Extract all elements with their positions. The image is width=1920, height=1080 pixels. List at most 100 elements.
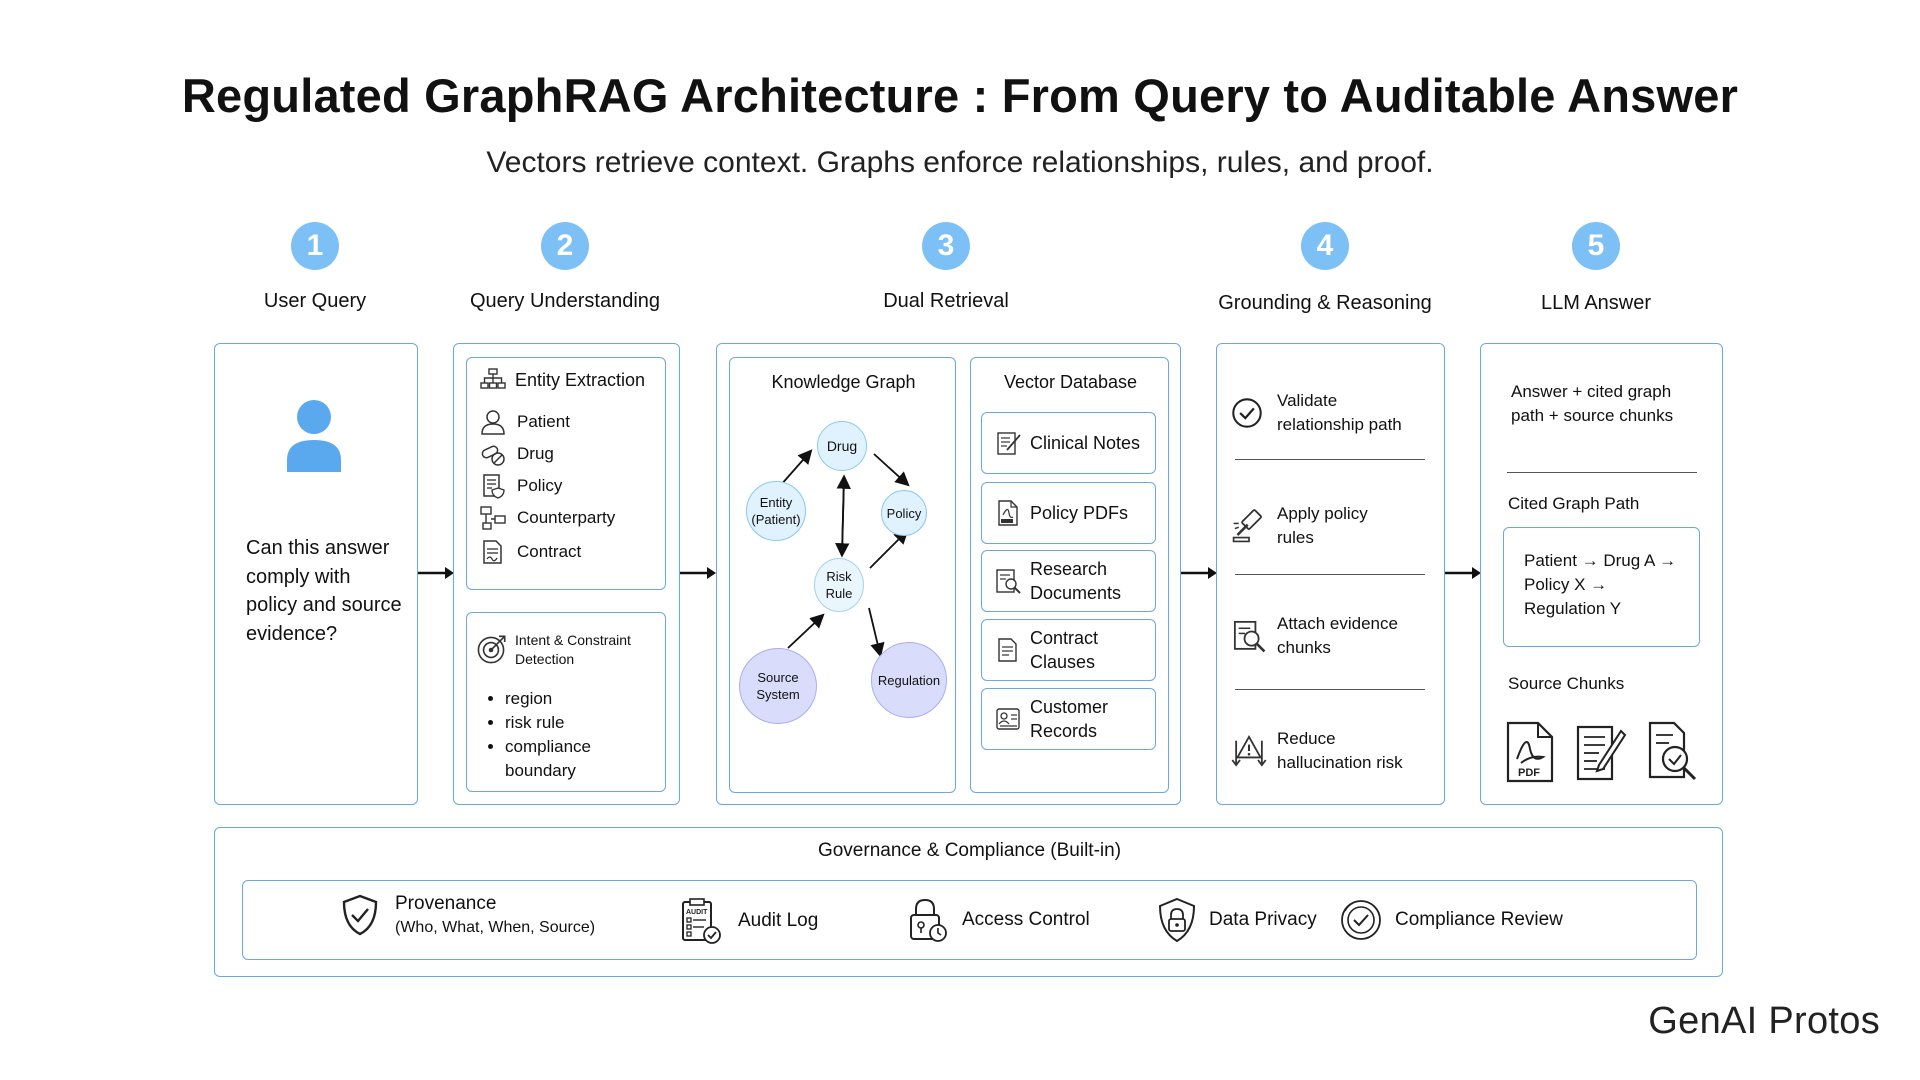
source-chunks-title: Source Chunks xyxy=(1508,674,1625,693)
divider xyxy=(1235,689,1425,690)
step-2-label: Query Understanding xyxy=(469,290,661,312)
vd-item-contract-clauses: Contract Clauses xyxy=(981,619,1156,681)
intent-detection-title: Intent & Constraint Detection xyxy=(515,632,631,667)
pills-icon xyxy=(481,445,505,466)
edge-risk-regulation xyxy=(868,607,885,658)
governance-item-data-privacy: Data Privacy xyxy=(1157,897,1317,943)
divider xyxy=(1235,459,1425,460)
vector-database-box: Vector Database Clinical Notes xyxy=(970,357,1169,793)
entity-extraction-header: Entity Extraction xyxy=(479,366,645,394)
constraint-list: region risk rule compliance boundary xyxy=(485,687,625,783)
intent-detection-box: Intent & Constraint Detection region ris… xyxy=(466,612,666,792)
evidence-search-icon xyxy=(1233,620,1266,653)
user-query-text: Can this answer comply with policy and s… xyxy=(246,537,402,645)
policy-document-icon xyxy=(483,474,505,499)
cited-graph-path-text: Patient → Drug A → Policy X → Regulation… xyxy=(1524,551,1677,618)
clause-doc-icon xyxy=(998,638,1017,662)
page-title: Regulated GraphRAG Architecture : From Q… xyxy=(181,69,1739,122)
vector-database-title: Vector Database xyxy=(1003,372,1138,392)
flow-arrow-4 xyxy=(1445,567,1481,579)
flow-arrow-1 xyxy=(418,567,454,579)
governance-item-provenance: Provenance (Who, What, When, Source) xyxy=(341,893,595,937)
edge-risk-policy xyxy=(869,529,909,569)
access-control-label: Access Control xyxy=(962,909,1090,930)
governance-items-box: Provenance (Who, What, When, Source) AUD… xyxy=(242,880,1697,960)
provenance-label: Provenance xyxy=(395,893,497,914)
risk-reduction-icon xyxy=(1231,735,1267,767)
edit-document-icon xyxy=(1576,725,1627,781)
governance-item-audit-log: AUDIT Audit Log xyxy=(680,897,818,945)
data-privacy-label: Data Privacy xyxy=(1209,909,1317,930)
document-search-icon xyxy=(1648,721,1697,781)
knowledge-graph-box: Knowledge Graph Drug Entity (Patient) Po… xyxy=(729,357,956,793)
grounding-item-evidence: Attach evidence chunks xyxy=(1231,612,1417,660)
cited-graph-path-box: Patient → Drug A → Policy X → Regulation… xyxy=(1503,527,1700,647)
entity-item-drug: Drug xyxy=(479,440,554,468)
flow-arrow-2 xyxy=(680,567,716,579)
entity-item-policy: Policy xyxy=(479,472,562,500)
user-query-panel: Can this answer comply with policy and s… xyxy=(214,343,418,805)
entity-item-counterparty: Counterparty xyxy=(479,504,615,532)
audit-badge-text: AUDIT xyxy=(686,909,708,916)
intent-detection-header: Intent & Constraint Detection xyxy=(475,631,655,669)
step-2-badge: 2 xyxy=(541,222,589,270)
compliance-review-label: Compliance Review xyxy=(1395,909,1563,930)
grounding-item-validate: Validate relationship path xyxy=(1231,389,1417,437)
governance-panel: Governance & Compliance (Built-in) Prove… xyxy=(214,827,1723,977)
kg-node-risk-rule: Risk Rule xyxy=(814,558,864,612)
entity-item-contract: Contract xyxy=(479,538,581,566)
step-4-badge: 4 xyxy=(1301,222,1349,270)
step-4-label: Grounding & Reasoning xyxy=(1218,292,1432,314)
divider xyxy=(1235,574,1425,575)
network-icon xyxy=(480,506,506,530)
customer-records-icon xyxy=(996,708,1020,730)
provenance-sublabel: (Who, What, When, Source) xyxy=(395,919,596,936)
brand-logo: GenAI Protos xyxy=(1648,1000,1880,1042)
contract-icon xyxy=(483,540,502,564)
kg-node-source-system: Source System xyxy=(739,648,817,724)
governance-item-access-control: Access Control xyxy=(908,897,1090,943)
step-1-label: User Query xyxy=(263,290,367,312)
vd-item-customer-records: Customer Records xyxy=(981,688,1156,750)
grounding-panel: Validate relationship path Apply policy … xyxy=(1216,343,1445,805)
step-3-label: Dual Retrieval xyxy=(883,290,1009,312)
privacy-shield-icon xyxy=(1158,897,1196,943)
notes-icon xyxy=(997,432,1021,455)
vd-item-research-documents: Research Documents xyxy=(981,550,1156,612)
kg-node-drug: Drug xyxy=(817,421,867,471)
step-5-label: LLM Answer xyxy=(1540,292,1652,314)
user-icon xyxy=(287,400,341,472)
lock-person-icon xyxy=(910,898,947,942)
cited-graph-path-title: Cited Graph Path xyxy=(1508,494,1640,513)
pdf-label: PDF xyxy=(1518,767,1540,779)
graph-edges xyxy=(779,449,910,658)
gavel-icon xyxy=(1232,509,1262,543)
pdf-file-icon xyxy=(998,500,1018,526)
compliance-seal-icon xyxy=(1341,900,1381,940)
constraint-item: risk rule xyxy=(505,711,625,735)
grounding-item-policy: Apply policy rules xyxy=(1231,502,1407,550)
kg-node-policy: Policy xyxy=(881,490,927,536)
step-3-badge: 3 xyxy=(922,222,970,270)
vd-item-clinical-notes: Clinical Notes xyxy=(981,412,1156,474)
page-subtitle: Vectors retrieve context. Graphs enforce… xyxy=(486,146,1434,179)
dual-retrieval-panel: Knowledge Graph Drug Entity (Patient) Po… xyxy=(716,343,1181,805)
edge-drug-policy xyxy=(873,453,910,487)
llm-answer-panel: Answer + cited graph path + source chunk… xyxy=(1480,343,1723,805)
entity-extraction-title: Entity Extraction xyxy=(515,369,646,390)
constraint-item: compliance boundary xyxy=(505,735,625,783)
step-5-badge: 5 xyxy=(1572,222,1620,270)
edge-entity-drug xyxy=(779,449,813,487)
entity-item-patient: Patient xyxy=(479,408,570,436)
governance-title: Governance & Compliance (Built-in) xyxy=(817,840,1122,861)
answer-summary: Answer + cited graph path + source chunk… xyxy=(1511,382,1674,425)
entity-extraction-box: Entity Extraction Patient Drug xyxy=(466,357,666,590)
query-understanding-panel: Entity Extraction Patient Drug xyxy=(453,343,680,805)
flow-arrow-3 xyxy=(1181,567,1217,579)
research-doc-icon xyxy=(996,569,1021,594)
vd-item-policy-pdfs: Policy PDFs xyxy=(981,482,1156,544)
knowledge-graph-title: Knowledge Graph xyxy=(771,372,916,392)
grounding-item-hallucination: Reduce hallucination risk xyxy=(1231,727,1427,775)
constraint-item: region xyxy=(505,687,625,711)
edge-source-risk xyxy=(787,613,825,649)
